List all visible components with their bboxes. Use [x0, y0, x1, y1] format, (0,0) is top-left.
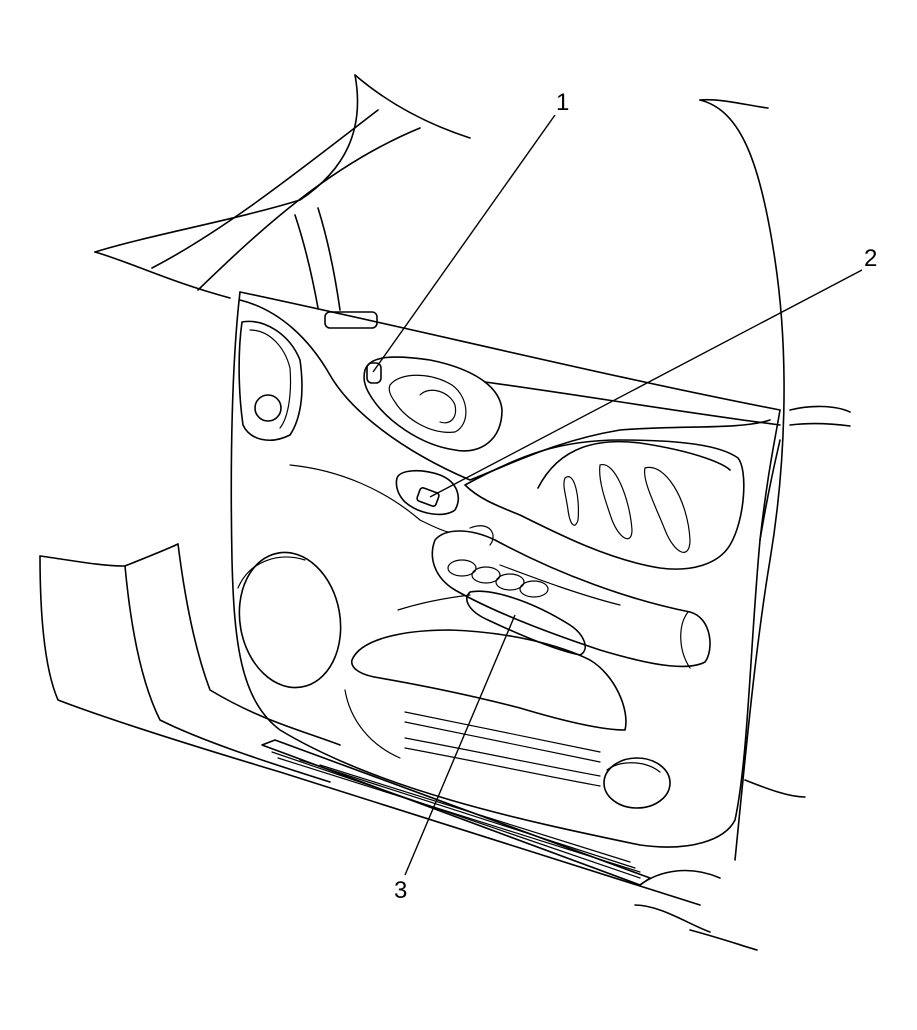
tweeter-pocket — [238, 320, 303, 441]
courtesy-lamp — [603, 757, 671, 809]
inside-handle-recess — [363, 356, 503, 452]
leader-3 — [404, 614, 516, 876]
leader-2 — [429, 269, 863, 498]
window-switch-bezel — [395, 469, 459, 516]
callout-1-label: 1 — [556, 89, 569, 116]
vent-grille — [464, 439, 745, 570]
lower-ribs — [404, 711, 601, 787]
door-lock-switch — [366, 362, 382, 384]
sill-plate — [39, 543, 758, 951]
door-panel — [230, 291, 781, 848]
map-pocket — [344, 629, 627, 759]
leader-1 — [372, 114, 556, 373]
armrest-pull-handle — [431, 525, 711, 669]
callout-leaders — [372, 114, 863, 876]
upper-vent-slot — [324, 311, 378, 329]
window-frame — [239, 98, 851, 861]
callout-3-label: 3 — [394, 877, 407, 904]
a-pillar — [94, 74, 471, 299]
callout-2-label: 2 — [864, 245, 877, 272]
door-speaker — [237, 551, 471, 689]
